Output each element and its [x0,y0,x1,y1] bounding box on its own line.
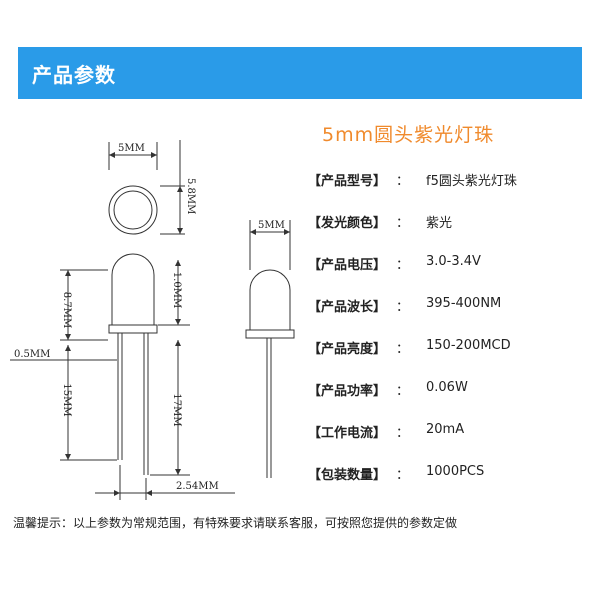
pitch-label: 2.54MM [176,481,219,492]
spec-separator: ： [396,258,410,273]
side-led-flange [245,329,295,339]
spec-label: 【产品亮度】 [308,342,387,357]
product-title: 5mm圆头紫光灯珠 [322,124,495,146]
spec-row-current: 【工作电流】 ： 20mA [308,420,588,444]
spec-separator: ： [396,174,410,189]
spec-value: 0.06W [426,380,468,395]
top-width-label: 5MM [118,143,145,154]
side-width-label: 5MM [258,220,285,231]
front-led-body [111,253,155,325]
spec-separator: ： [396,384,410,399]
spec-row-brightness: 【产品亮度】 ： 150-200MCD [308,336,588,360]
spec-value: 20mA [426,422,465,437]
footer-note: 温馨提示：以上参数为常规范围，有特殊要求请联系客服，可按照您提供的参数定做 [13,516,458,530]
spec-row-color: 【发光颜色】 ： 紫光 [308,210,588,234]
spec-value: 395-400NM [426,296,502,311]
spec-label: 【产品波长】 [308,300,387,315]
long-lead-label: 17MM [171,393,182,426]
spec-label: 【包装数量】 [308,468,387,483]
top-height-label: 5.8MM [185,178,196,214]
section-header: 产品参数 [18,47,582,99]
front-led-flange [108,324,158,334]
top-view-circle [108,185,158,235]
spec-label: 【产品型号】 [308,174,387,189]
short-lead-label: 15MM [61,383,72,416]
spec-label: 【产品电压】 [308,258,387,273]
spec-separator: ： [396,300,410,315]
spec-value: 150-200MCD [426,338,511,353]
spec-separator: ： [396,342,410,357]
spec-row-model: 【产品型号】 ： f5圆头紫光灯珠 [308,168,588,192]
spec-row-voltage: 【产品电压】 ： 3.0-3.4V [308,252,588,276]
spec-value: 1000PCS [426,464,485,479]
top-view-inner-circle [113,190,153,230]
spec-value: f5圆头紫光灯珠 [426,174,517,189]
spec-row-wavelength: 【产品波长】 ： 395-400NM [308,294,588,318]
side-led-body [249,269,291,330]
spec-label: 【工作电流】 [308,426,387,441]
spec-row-package: 【包装数量】 ： 1000PCS [308,462,588,486]
spec-separator: ： [396,216,410,231]
spec-separator: ： [396,468,410,483]
spec-label: 【发光颜色】 [308,216,387,231]
spec-row-power: 【产品功率】 ： 0.06W [308,378,588,402]
body-height-label: 8.7MM [61,292,72,328]
spec-separator: ： [396,426,410,441]
spec-label: 【产品功率】 [308,384,387,399]
section-title: 产品参数 [32,63,116,87]
spec-value: 3.0-3.4V [426,254,481,269]
dome-height-label: 1.0MM [171,272,182,308]
spec-value: 紫光 [426,216,453,231]
led-dimension-diagram: 5MM 5.8MM 8.7MM 1.0MM 0.5MM 15MM 17MM 2.… [10,140,295,500]
lead-thickness-label: 0.5MM [14,349,50,360]
